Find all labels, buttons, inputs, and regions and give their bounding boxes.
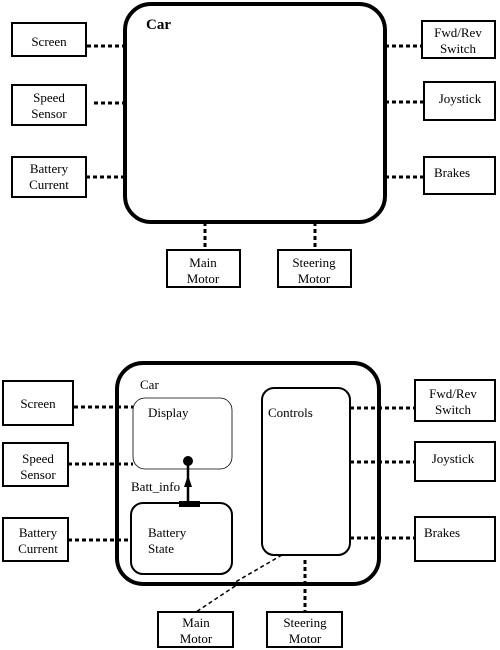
battery-state-label-1: Battery [148, 525, 187, 540]
port-screen [2, 380, 74, 426]
controls-part [261, 387, 351, 556]
port-screen-label: Screen [31, 34, 67, 49]
port-steering-motor [266, 611, 343, 648]
batt-info-ball-icon [183, 456, 193, 466]
port-main-motor-label-2: Motor [180, 631, 213, 646]
batt-info-label: Batt_info [131, 479, 180, 494]
port-battery-current-label-1: Battery [19, 525, 58, 540]
port-fwd-rev-switch [421, 20, 496, 59]
port-speed-sensor-label-2: Sensor [31, 106, 67, 121]
port-brakes-label: Brakes [424, 525, 460, 540]
port-speed-sensor-label-1: Speed [33, 90, 65, 105]
port-speed-sensor-label-2: Sensor [20, 467, 56, 482]
car-label: Car [140, 377, 159, 392]
port-battery-current-label-2: Current [29, 177, 69, 192]
car-label: Car [146, 17, 171, 33]
port-steering-motor-label-2: Motor [289, 631, 322, 646]
port-screen [11, 22, 87, 57]
port-battery-current [11, 156, 87, 198]
port-speed-sensor [2, 442, 69, 487]
port-main-motor [157, 611, 234, 648]
port-fwd-rev-label-2: Switch [435, 402, 472, 417]
port-steering-motor-label-1: Steering [292, 255, 336, 270]
port-fwd-rev-label-2: Switch [440, 41, 477, 56]
diagram-1: Car Screen Speed Sensor Battery Current … [11, 2, 496, 288]
port-brakes [414, 516, 496, 562]
port-joystick [423, 81, 496, 121]
port-battery-current-label-2: Current [18, 541, 58, 556]
controls-label: Controls [268, 405, 313, 420]
port-screen-label: Screen [20, 396, 56, 411]
batt-info-port-icon [179, 501, 200, 507]
port-battery-current-label-1: Battery [30, 161, 69, 176]
port-main-motor-label-2: Motor [187, 271, 220, 286]
port-speed-sensor [11, 84, 87, 126]
port-brakes [423, 156, 496, 195]
display-label: Display [148, 405, 189, 420]
connector-main-motor-inner [231, 554, 283, 585]
port-joystick-label: Joystick [432, 451, 475, 466]
port-battery-current [2, 517, 69, 562]
diagram-2: Car Display Controls Battery State Batt_… [2, 361, 496, 648]
port-main-motor-label-1: Main [182, 615, 210, 630]
port-brakes-label: Brakes [434, 165, 470, 180]
port-main-motor-label-1: Main [189, 255, 217, 270]
port-joystick [414, 441, 496, 482]
port-steering-motor [277, 249, 352, 288]
port-steering-motor-label-2: Motor [298, 271, 331, 286]
car-container [123, 2, 387, 224]
port-main-motor [166, 249, 241, 288]
batt-info-arrow-icon [184, 475, 192, 487]
display-part [132, 397, 233, 470]
port-fwd-rev-label-1: Fwd/Rev [434, 25, 482, 40]
port-fwd-rev-switch [414, 379, 496, 422]
battery-state-label-2: State [148, 541, 174, 556]
port-fwd-rev-label-1: Fwd/Rev [429, 386, 477, 401]
port-joystick-label: Joystick [439, 91, 482, 106]
port-speed-sensor-label-1: Speed [22, 451, 54, 466]
port-steering-motor-label-1: Steering [283, 615, 327, 630]
